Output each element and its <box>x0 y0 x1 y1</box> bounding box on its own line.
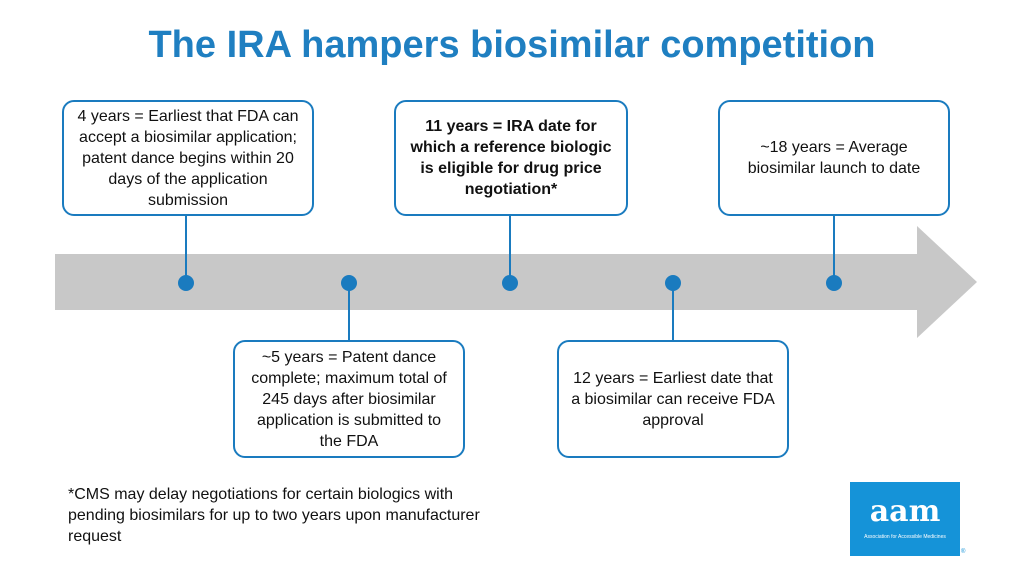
timeline-dot-12-years <box>665 275 681 291</box>
milestone-text-18-years: ~18 years = Average biosimilar launch to… <box>747 139 921 177</box>
milestone-text-4-years: 4 years = Earliest that FDA can accept a… <box>77 107 299 209</box>
timeline-dot-5-years <box>341 275 357 291</box>
logo-wordmark: aam <box>869 494 941 529</box>
aam-logo: aam Association for Accessible Medicines <box>850 482 960 556</box>
timeline-dot-11-years <box>502 275 518 291</box>
milestone-text-11-years: 11 years = IRA date for which a referenc… <box>410 118 612 198</box>
milestone-box-5-years: ~5 years = Patent dance complete; maximu… <box>233 340 465 458</box>
milestone-connector-12-years <box>672 284 674 340</box>
logo-subtitle: Association for Accessible Medicines <box>864 534 946 540</box>
milestone-box-18-years: ~18 years = Average biosimilar launch to… <box>718 100 950 216</box>
milestone-connector-5-years <box>348 284 350 340</box>
timeline-dot-18-years <box>826 275 842 291</box>
milestone-box-11-years: 11 years = IRA date for which a referenc… <box>394 100 628 216</box>
milestone-box-4-years: 4 years = Earliest that FDA can accept a… <box>62 100 314 216</box>
milestone-connector-4-years <box>185 216 187 282</box>
milestone-text-5-years: ~5 years = Patent dance complete; maximu… <box>251 348 447 450</box>
milestone-connector-18-years <box>833 216 835 282</box>
milestone-box-12-years: 12 years = Earliest date that a biosimil… <box>557 340 789 458</box>
page-title: The IRA hampers biosimilar competition <box>148 24 876 66</box>
footnote: *CMS may delay negotiations for certain … <box>68 486 480 545</box>
milestone-connector-11-years <box>509 216 511 282</box>
timeline-dot-4-years <box>178 275 194 291</box>
milestone-text-12-years: 12 years = Earliest date that a biosimil… <box>571 369 775 429</box>
registered-mark: ® <box>961 549 966 555</box>
